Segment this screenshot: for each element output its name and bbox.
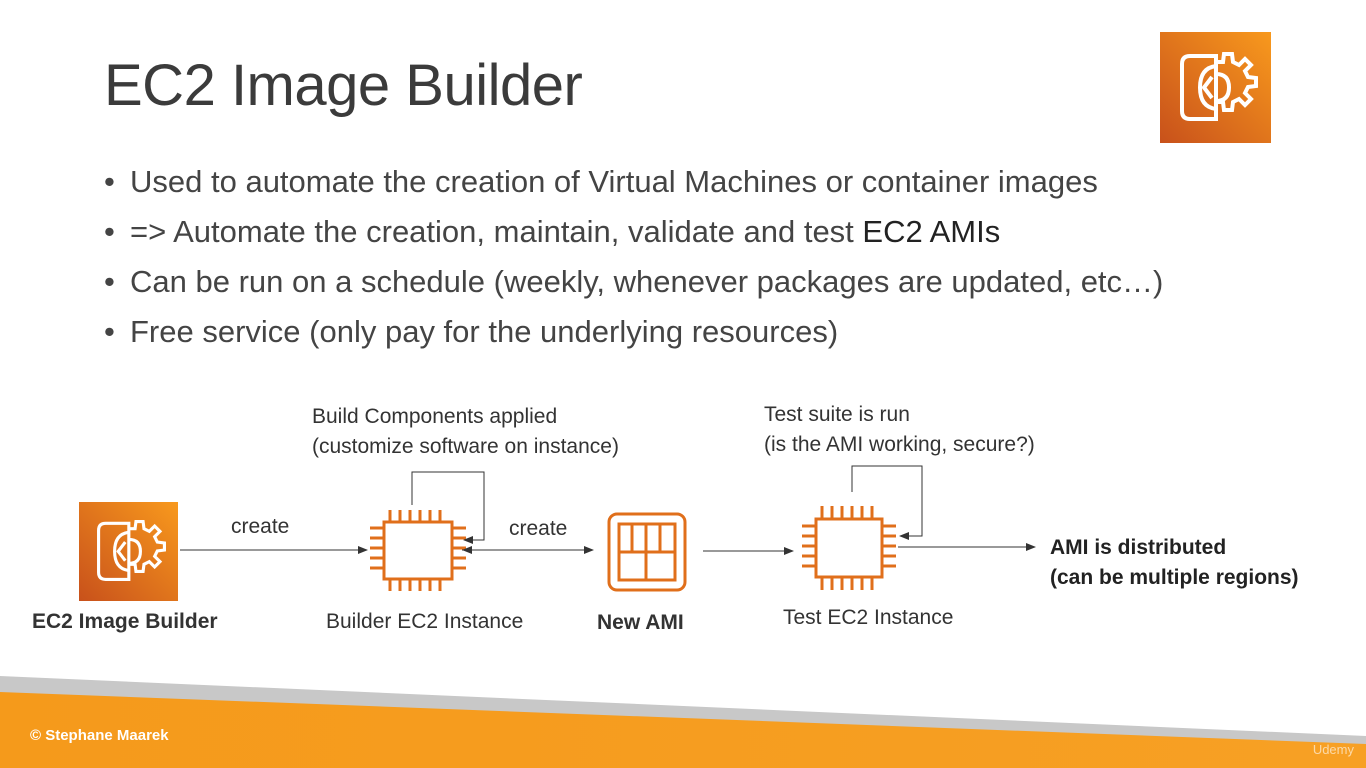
node-label-builder-instance: Builder EC2 Instance (326, 610, 524, 633)
build-loop-arrow (411, 471, 485, 544)
bullet-list: •Used to automate the creation of Virtua… (104, 160, 1163, 360)
image-builder-logo-icon (1160, 32, 1271, 143)
bullet-item: •Can be run on a schedule (weekly, whene… (104, 264, 1164, 299)
copyright-text: © Stephane Maarek (30, 727, 169, 744)
bullet-text: Can be run on a schedule (weekly, whenev… (130, 264, 1164, 299)
bullet-highlight: EC2 AMIs (862, 214, 1001, 249)
builder-instance-chip-icon (370, 510, 466, 591)
node-label-test-instance: Test EC2 Instance (783, 606, 954, 629)
create-label-1: create (231, 515, 290, 538)
ami-icon (607, 512, 687, 592)
node-label-new-ami: New AMI (597, 611, 684, 634)
test-instance-chip-icon (802, 506, 896, 590)
footer-orange-stripe (0, 692, 1366, 768)
test-note: Test suite is run (is the AMI working, s… (764, 403, 1035, 456)
bullet-text: Free service (only pay for the underlyin… (130, 314, 839, 349)
image-builder-service-icon (79, 502, 178, 601)
bullet-item: •Used to automate the creation of Virtua… (104, 164, 1098, 199)
bullet-item: •Free service (only pay for the underlyi… (104, 314, 839, 349)
build-note: Build Components applied (customize soft… (312, 405, 619, 458)
test-loop-arrow (851, 465, 923, 540)
node-label-image-builder: EC2 Image Builder (32, 610, 218, 633)
bullet-text: => Automate the creation, maintain, vali… (130, 214, 863, 249)
bullet-text: Used to automate the creation of Virtual… (130, 164, 1098, 199)
create-label-2: create (509, 517, 568, 540)
udemy-watermark: Udemy (1312, 742, 1354, 757)
distribution-result: AMI is distributed (can be multiple regi… (1050, 536, 1299, 589)
slide-title: EC2 Image Builder (104, 53, 583, 118)
bullet-item: •=> Automate the creation, maintain, val… (104, 214, 1001, 249)
